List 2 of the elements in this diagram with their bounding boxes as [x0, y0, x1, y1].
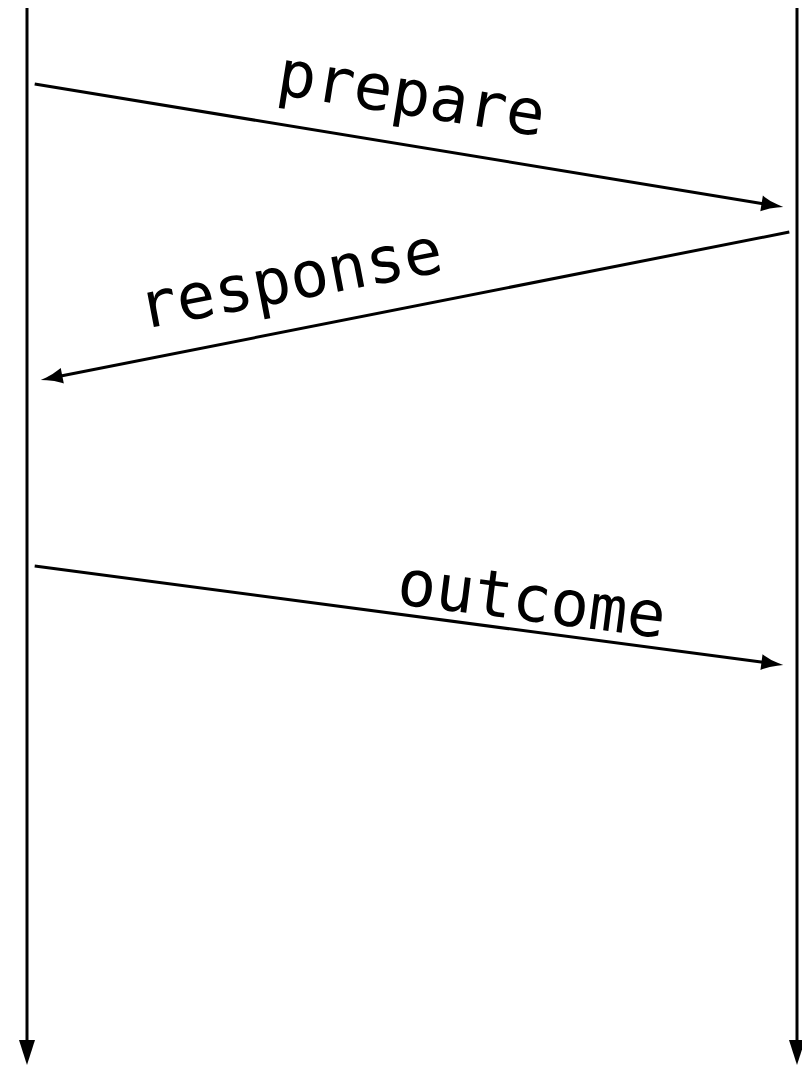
timeline-arrow	[19, 8, 35, 1065]
timeline-arrow	[789, 8, 802, 1065]
